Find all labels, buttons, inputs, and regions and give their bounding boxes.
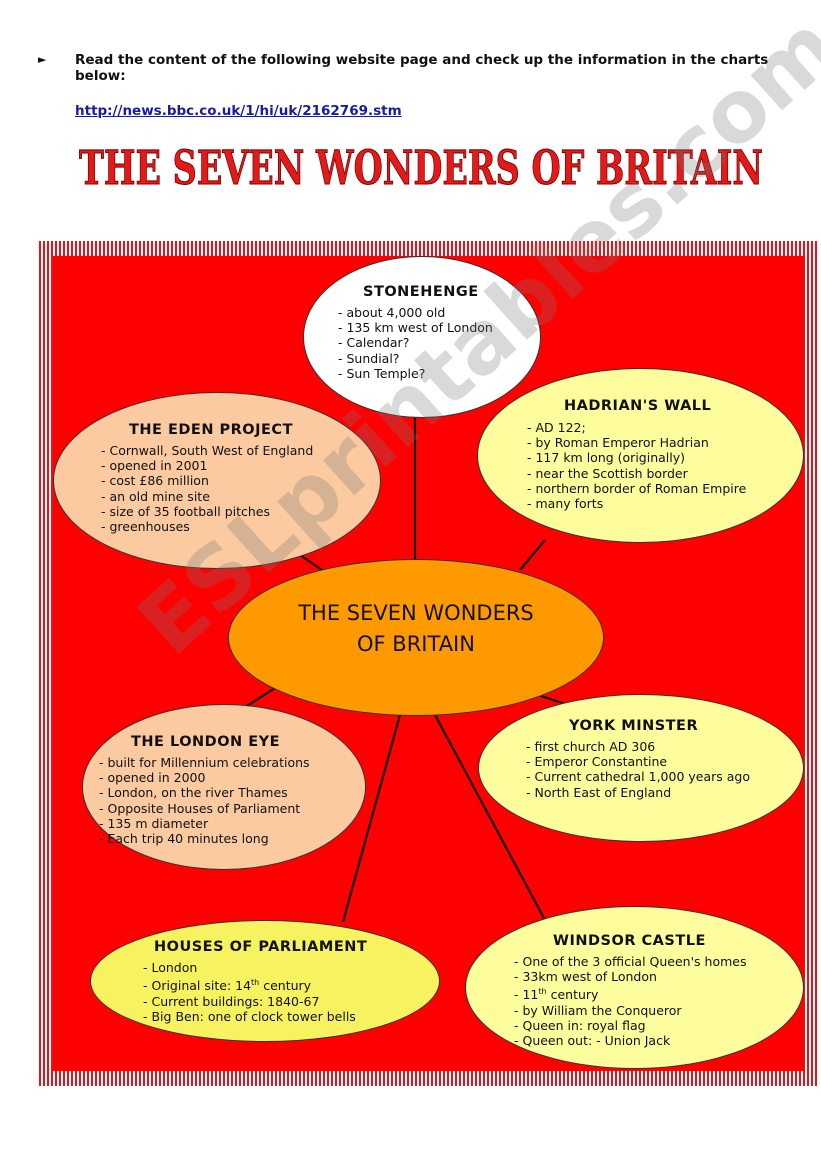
list-item: - North East of England — [526, 784, 672, 800]
parliament-list: - London - Original site: 14th century -… — [143, 960, 356, 1024]
list-item: - built for Millennium celebrations — [99, 755, 310, 770]
list-item: - 117 km long (originally) — [527, 450, 686, 466]
list-item: - northern border of Roman Empire — [527, 480, 747, 496]
banner-title: THE SEVEN WONDERS OF BRITAIN — [79, 141, 764, 196]
list-item: - an old mine site — [101, 488, 210, 504]
list-item: - Original site: 14th century — [143, 978, 312, 994]
hadrian-title: HADRIAN'S WALL — [564, 398, 712, 414]
list-item: - opened in 2001 — [101, 458, 208, 474]
londoneye-list: - built for Millennium celebrations - op… — [99, 755, 310, 846]
list-item: - Sun Temple? — [338, 365, 426, 381]
bubble-eden-project: THE EDEN PROJECT - Cornwall, South West … — [53, 392, 381, 569]
center-line-2: OF BRITAIN — [357, 632, 475, 656]
parliament-title: HOUSES OF PARLIAMENT — [154, 939, 368, 955]
list-item: - London — [143, 960, 198, 975]
list-item: - London, on the river Thames — [99, 785, 288, 801]
list-item: - about 4,000 old — [338, 305, 446, 320]
list-item: - Big Ben: one of clock tower bells — [143, 1008, 356, 1024]
list-item: - near the Scottish border — [527, 465, 688, 481]
windsor-list: - One of the 3 official Queen's homes - … — [514, 954, 746, 1048]
list-item: - by William the Conqueror — [514, 1002, 682, 1018]
list-item: - Emperor Constantine — [526, 754, 668, 770]
list-item: - AD 122; — [527, 420, 586, 435]
york-title: YORK MINSTER — [569, 718, 699, 734]
list-item: - many forts — [527, 496, 604, 512]
list-item: - Queen out: - Union Jack — [514, 1033, 671, 1049]
list-item: - 11th century — [514, 987, 599, 1003]
list-item: - Sundial? — [338, 350, 400, 366]
bullet-icon: ► — [38, 53, 47, 66]
line-windsor — [434, 714, 546, 921]
list-item: - Current buildings: 1840-67 — [143, 993, 320, 1009]
banner-title-text: THE SEVEN WONDERS OF BRITAIN — [79, 141, 763, 195]
bubble-hadrians-wall: HADRIAN'S WALL - AD 122; - by Roman Empe… — [477, 368, 804, 543]
eden-list: - Cornwall, South West of England - open… — [101, 443, 313, 534]
list-item: - by Roman Emperor Hadrian — [527, 435, 709, 451]
windsor-title: WINDSOR CASTLE — [553, 933, 706, 949]
stonehenge-title: STONEHENGE — [363, 284, 479, 300]
list-item: - cost £86 million — [101, 473, 209, 489]
line-parliament — [341, 714, 402, 923]
bubble-center: THE SEVEN WONDERS OF BRITAIN — [228, 559, 604, 716]
list-item: - Current cathedral 1,000 years ago — [526, 769, 751, 785]
bubble-stonehenge: STONEHENGE - about 4,000 old - 135 km we… — [303, 256, 541, 418]
list-item: - Calendar? — [338, 335, 410, 351]
list-item: - size of 35 football pitches — [101, 503, 271, 519]
center-title: THE SEVEN WONDERS OF BRITAIN — [229, 598, 603, 660]
stonehenge-list: - about 4,000 old - 135 km west of Londo… — [338, 305, 493, 381]
list-item: - first church AD 306 — [526, 739, 656, 754]
center-line-1: THE SEVEN WONDERS — [298, 601, 534, 625]
list-item: - Queen in: royal flag — [514, 1017, 646, 1033]
list-item: - opened in 2000 — [99, 770, 206, 786]
list-item: - 135 km west of London — [338, 320, 493, 336]
instruction-text: Read the content of the following websit… — [75, 52, 769, 84]
londoneye-title: THE LONDON EYE — [131, 734, 281, 750]
hadrian-list: - AD 122; - by Roman Emperor Hadrian - 1… — [527, 420, 746, 511]
eden-title: THE EDEN PROJECT — [129, 422, 293, 438]
list-item: - Opposite Houses of Parliament — [99, 800, 301, 816]
list-item: - 33km west of London — [514, 969, 657, 985]
bubble-london-eye: THE LONDON EYE - built for Millennium ce… — [82, 704, 366, 870]
list-item: - greenhouses — [101, 519, 190, 535]
bubble-york-minster: YORK MINSTER - first church AD 306 - Emp… — [478, 694, 804, 842]
list-item: - 135 m diameter — [99, 815, 209, 831]
list-item: - Each trip 40 minutes long — [99, 831, 269, 847]
bbc-link[interactable]: http://news.bbc.co.uk/1/hi/uk/2162769.st… — [75, 103, 402, 119]
list-item: - Cornwall, South West of England — [101, 443, 314, 458]
york-list: - first church AD 306 - Emperor Constant… — [526, 739, 750, 800]
list-item: - One of the 3 official Queen's homes — [514, 954, 747, 969]
line-hadrian — [519, 539, 546, 571]
bubble-houses-of-parliament: HOUSES OF PARLIAMENT - London - Original… — [90, 920, 440, 1042]
bubble-windsor-castle: WINDSOR CASTLE - One of the 3 official Q… — [465, 906, 804, 1069]
